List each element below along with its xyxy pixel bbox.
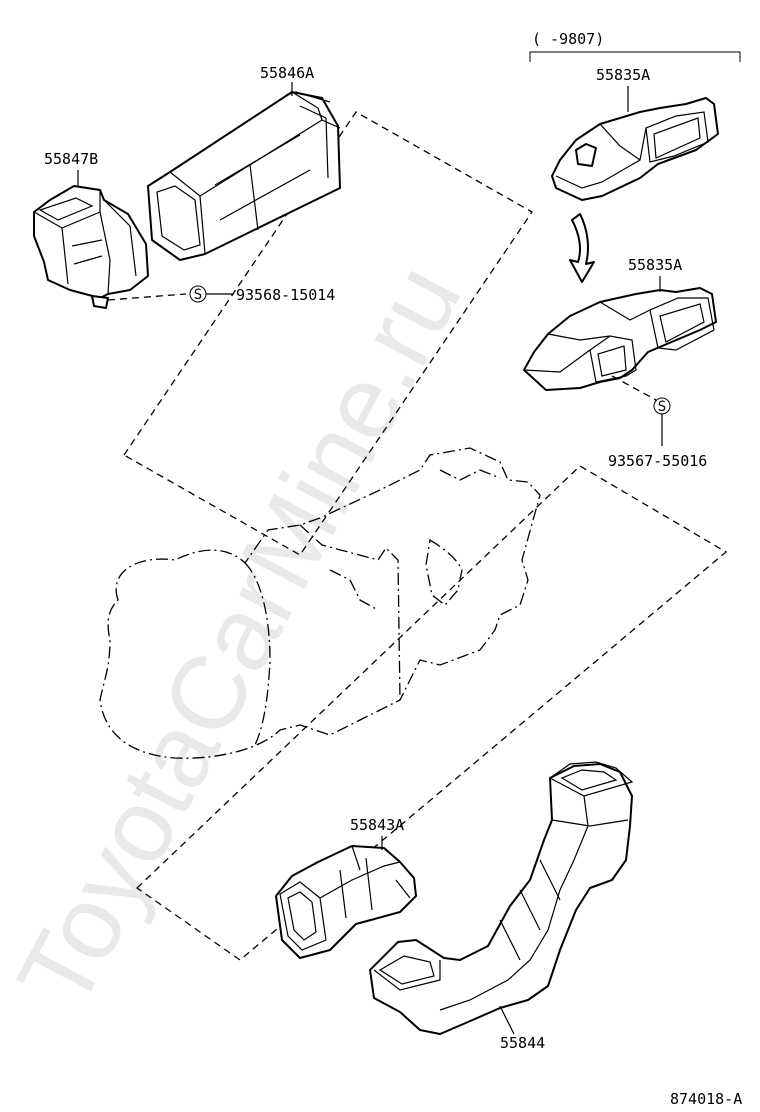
svg-text:S: S [658,399,666,415]
upper-assembly-outline [123,111,533,556]
model-range-label: ( -9807) [532,30,604,48]
duct-55844 [369,761,634,1035]
duct-55835a-upper [551,97,719,201]
callout-55844: 55844 [500,1034,545,1052]
callout-55835a-lower: 55835A [628,256,682,274]
heater-unit [99,447,541,759]
duct-55846a [147,91,341,261]
range-bracket [529,51,741,62]
callout-55835a-upper: 55835A [596,66,650,84]
replacement-arrow [569,213,595,283]
callout-55846a: 55846A [260,64,314,82]
duct-55843a [275,845,417,959]
svg-text:S: S [194,287,202,303]
lower-assembly-outline [135,465,728,961]
duct-55835a-lower [523,287,717,391]
callout-55843a: 55843A [350,816,404,834]
duct-55847b [33,185,149,309]
callout-screw-93567-55016: 93567-55016 [608,452,707,470]
drawing-number: 874018-A [670,1090,742,1108]
callout-screw-93568-15014: 93568-15014 [236,286,335,304]
callout-55847b: 55847B [44,150,98,168]
watermark: ToyotaCarMine.ru [0,247,484,1026]
